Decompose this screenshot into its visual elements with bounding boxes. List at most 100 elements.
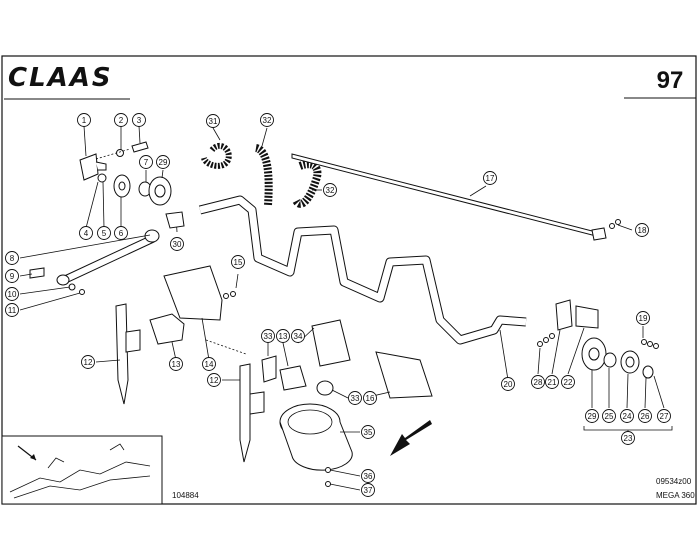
callout-number: 20 bbox=[504, 380, 513, 389]
callout-8: 8 bbox=[5, 251, 19, 265]
callout-circle bbox=[361, 469, 375, 483]
callout-18: 18 bbox=[635, 223, 649, 237]
wear-strip-12-left bbox=[95, 303, 141, 405]
leader-lines-left bbox=[83, 125, 164, 229]
callout-circle bbox=[260, 113, 274, 127]
callout-number: 32 bbox=[326, 186, 335, 195]
callout-31: 31 bbox=[206, 114, 220, 128]
callout-number: 7 bbox=[144, 158, 149, 167]
callout-24: 24 bbox=[620, 409, 634, 423]
bracket-group-middle bbox=[261, 319, 433, 399]
callout-number: 13 bbox=[172, 360, 181, 369]
callout-33: 33 bbox=[348, 391, 362, 405]
bearing-assembly-right bbox=[537, 299, 673, 434]
callout-number: 19 bbox=[639, 314, 648, 323]
callout-circle bbox=[361, 483, 375, 497]
callout-circle bbox=[561, 375, 575, 389]
bracket-30 bbox=[165, 211, 185, 229]
callout-34: 34 bbox=[291, 329, 305, 343]
callout-12: 12 bbox=[81, 355, 95, 369]
callout-number: 35 bbox=[364, 428, 373, 437]
callout-11: 11 bbox=[5, 303, 19, 317]
callout-circle bbox=[5, 251, 19, 265]
model-name: MEGA 360 bbox=[656, 491, 695, 500]
callout-number: 12 bbox=[84, 358, 93, 367]
callout-number: 29 bbox=[159, 158, 168, 167]
callout-circle bbox=[207, 373, 221, 387]
callout-33: 33 bbox=[261, 329, 275, 343]
callout-number: 16 bbox=[366, 394, 375, 403]
callout-number: 27 bbox=[660, 412, 669, 421]
callout-number: 17 bbox=[486, 174, 495, 183]
callout-29: 29 bbox=[585, 409, 599, 423]
callout-circle bbox=[169, 357, 183, 371]
callout-number: 31 bbox=[209, 117, 218, 126]
page-number: 97 bbox=[657, 67, 684, 94]
callout-circle bbox=[635, 223, 649, 237]
callout-13: 13 bbox=[276, 329, 290, 343]
callout-circle bbox=[621, 431, 635, 445]
callout-number: 6 bbox=[119, 229, 124, 238]
callout-number: 12 bbox=[210, 376, 219, 385]
callout-circle bbox=[602, 409, 616, 423]
callout-circle bbox=[261, 329, 275, 343]
callout-number: 10 bbox=[8, 290, 17, 299]
callout-number: 26 bbox=[641, 412, 650, 421]
callout-26: 26 bbox=[638, 409, 652, 423]
callout-number: 36 bbox=[364, 472, 373, 481]
overview-inset bbox=[1, 435, 163, 505]
direction-arrow-icon bbox=[390, 420, 432, 456]
callout-14: 14 bbox=[202, 357, 216, 371]
callout-20: 20 bbox=[501, 377, 515, 391]
callout-circle bbox=[585, 409, 599, 423]
callout-27: 27 bbox=[657, 409, 671, 423]
callout-number: 24 bbox=[623, 412, 632, 421]
callout-number: 29 bbox=[588, 412, 597, 421]
callout-number: 4 bbox=[84, 229, 89, 238]
callout-circle bbox=[77, 113, 91, 127]
callout-circle bbox=[323, 183, 337, 197]
callout-21: 21 bbox=[545, 375, 559, 389]
callout-number: 23 bbox=[624, 434, 633, 443]
callout-circle bbox=[531, 375, 545, 389]
drawing-number: 104884 bbox=[172, 491, 199, 500]
callout-number: 14 bbox=[205, 360, 214, 369]
callout-circle bbox=[231, 255, 245, 269]
callout-number: 28 bbox=[534, 378, 543, 387]
callout-13: 13 bbox=[169, 357, 183, 371]
callout-circle bbox=[5, 269, 19, 283]
callout-5: 5 bbox=[97, 226, 111, 240]
callout-number: 18 bbox=[638, 226, 647, 235]
callout-number: 5 bbox=[102, 229, 107, 238]
callout-number: 25 bbox=[605, 412, 614, 421]
spring-31 bbox=[201, 127, 232, 169]
callout-16: 16 bbox=[363, 391, 377, 405]
callout-circle bbox=[291, 329, 305, 343]
callout-7: 7 bbox=[139, 155, 153, 169]
callout-circle bbox=[483, 171, 497, 185]
callout-circle bbox=[79, 226, 93, 240]
callout-circle bbox=[638, 409, 652, 423]
callout-number: 11 bbox=[8, 306, 17, 315]
callout-28: 28 bbox=[531, 375, 545, 389]
callout-number: 22 bbox=[564, 378, 573, 387]
callout-36: 36 bbox=[361, 469, 375, 483]
callout-circle bbox=[276, 329, 290, 343]
callout-number: 13 bbox=[279, 332, 288, 341]
long-rod bbox=[291, 153, 633, 241]
serpentine-tube bbox=[198, 195, 527, 381]
spring-32-lower bbox=[292, 160, 322, 208]
callout-number: 32 bbox=[263, 116, 272, 125]
sheet-frame bbox=[1, 55, 697, 505]
callout-number: 33 bbox=[351, 394, 360, 403]
callout-32: 32 bbox=[260, 113, 274, 127]
callout-circle bbox=[657, 409, 671, 423]
callout-circle bbox=[97, 226, 111, 240]
callout-circle bbox=[170, 237, 184, 251]
callout-circle bbox=[361, 425, 375, 439]
callout-3: 3 bbox=[132, 113, 146, 127]
callout-37: 37 bbox=[361, 483, 375, 497]
callout-4: 4 bbox=[79, 226, 93, 240]
callout-30: 30 bbox=[170, 237, 184, 251]
callout-10: 10 bbox=[5, 287, 19, 301]
